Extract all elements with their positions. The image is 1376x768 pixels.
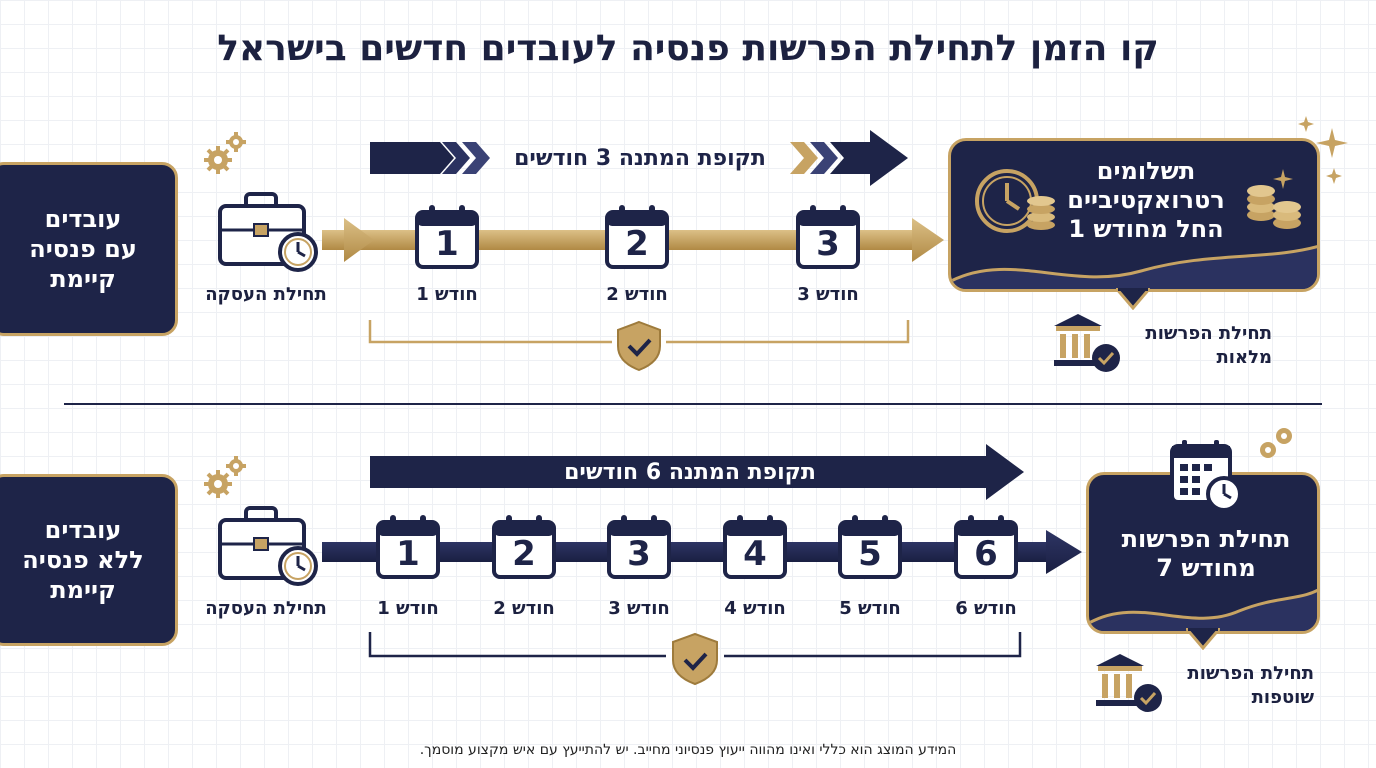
waiting-period-bracket bbox=[368, 632, 1022, 686]
calendar-month-2: 2 bbox=[604, 202, 670, 274]
waiting-banner-label: תקופת המתנה 6 חודשים bbox=[564, 460, 816, 485]
shield-check-icon bbox=[617, 320, 661, 372]
month-number: 1 bbox=[435, 224, 459, 264]
month-label: חודש 3 bbox=[608, 598, 670, 619]
calendar-icon bbox=[376, 515, 440, 579]
wave-decoration bbox=[1089, 588, 1317, 631]
month-number: 6 bbox=[974, 534, 998, 574]
bank-check-icon bbox=[1096, 654, 1162, 712]
start-label: תחילת העסקה bbox=[205, 598, 327, 619]
month-number: 5 bbox=[858, 534, 882, 574]
calendar-icon bbox=[607, 515, 671, 579]
calendar-month-5: 5 bbox=[837, 512, 903, 584]
month-label: חודש 5 bbox=[839, 598, 901, 619]
final-label: תחילת הפרשות שוטפות bbox=[1187, 663, 1314, 708]
calendar-icon bbox=[415, 205, 479, 269]
final-label: תחילת הפרשות מלאות bbox=[1145, 323, 1272, 368]
calendar-icon bbox=[605, 205, 669, 269]
month-number: 1 bbox=[396, 534, 420, 574]
result-box-retroactive: תשלומים רטרואקטיביים החל מחודש 1 bbox=[948, 138, 1320, 292]
clock-coins-icon bbox=[975, 169, 1055, 233]
result-text: תחילת הפרשות מחודש 7 bbox=[1121, 525, 1291, 582]
gears-icon bbox=[204, 132, 246, 174]
calendar-icon bbox=[796, 205, 860, 269]
calendar-icon bbox=[838, 515, 902, 579]
bank-check-icon bbox=[1054, 314, 1120, 372]
waiting-banner-arrow bbox=[370, 444, 1024, 500]
month-number: 3 bbox=[627, 534, 651, 574]
sparkle-icon bbox=[1298, 116, 1348, 184]
result-box-start-month-7: תחילת הפרשות מחודש 7 bbox=[1086, 472, 1320, 634]
calendar-month-4: 4 bbox=[722, 512, 788, 584]
section-divider bbox=[64, 403, 1322, 405]
calendar-icon bbox=[723, 515, 787, 579]
month-label: חודש 2 bbox=[606, 284, 668, 305]
result-text: תשלומים רטרואקטיביים החל מחודש 1 bbox=[1067, 157, 1225, 243]
calendar-clock-icon bbox=[1170, 440, 1242, 512]
start-label: תחילת העסקה bbox=[205, 284, 327, 305]
month-number: 4 bbox=[743, 534, 767, 574]
side-label-existing-pension: עובדים עם פנסיה קיימת bbox=[0, 162, 178, 336]
waiting-period-bracket bbox=[368, 320, 910, 372]
month-number: 2 bbox=[625, 224, 649, 264]
month-label: חודש 2 bbox=[493, 598, 555, 619]
month-label: חודש 4 bbox=[724, 598, 786, 619]
gears-icon bbox=[204, 456, 246, 498]
wave-decoration bbox=[951, 245, 1317, 289]
callout-pointer bbox=[1186, 628, 1220, 650]
gears-icon bbox=[1260, 428, 1292, 458]
side-label-no-pension: עובדים ללא פנסיה קיימת bbox=[0, 474, 178, 646]
month-number: 2 bbox=[512, 534, 536, 574]
coins-icon bbox=[1247, 169, 1301, 229]
calendar-month-2: 2 bbox=[491, 512, 557, 584]
month-number: 3 bbox=[816, 224, 840, 264]
calendar-month-1: 1 bbox=[375, 512, 441, 584]
waiting-banner-arrows bbox=[370, 130, 908, 186]
callout-pointer bbox=[1116, 288, 1150, 310]
month-label: חודש 6 bbox=[955, 598, 1017, 619]
calendar-icon bbox=[492, 515, 556, 579]
shield-check-icon bbox=[672, 632, 718, 686]
calendar-month-3: 3 bbox=[606, 512, 672, 584]
page-title: קו הזמן לתחילת הפרשות פנסיה לעובדים חדשי… bbox=[217, 28, 1159, 69]
month-label: חודש 1 bbox=[416, 284, 478, 305]
month-label: חודש 3 bbox=[797, 284, 859, 305]
month-label: חודש 1 bbox=[377, 598, 439, 619]
briefcase-clock-icon bbox=[218, 506, 318, 586]
calendar-month-1: 1 bbox=[414, 202, 480, 274]
waiting-banner-label: תקופת המתנה 3 חודשים bbox=[514, 146, 766, 171]
calendar-icon bbox=[954, 515, 1018, 579]
disclaimer: המידע המוצג הוא כללי ואינו מהווה ייעוץ פ… bbox=[419, 742, 957, 758]
briefcase-clock-icon bbox=[218, 192, 318, 272]
calendar-month-3: 3 bbox=[795, 202, 861, 274]
calendar-month-6: 6 bbox=[953, 512, 1019, 584]
